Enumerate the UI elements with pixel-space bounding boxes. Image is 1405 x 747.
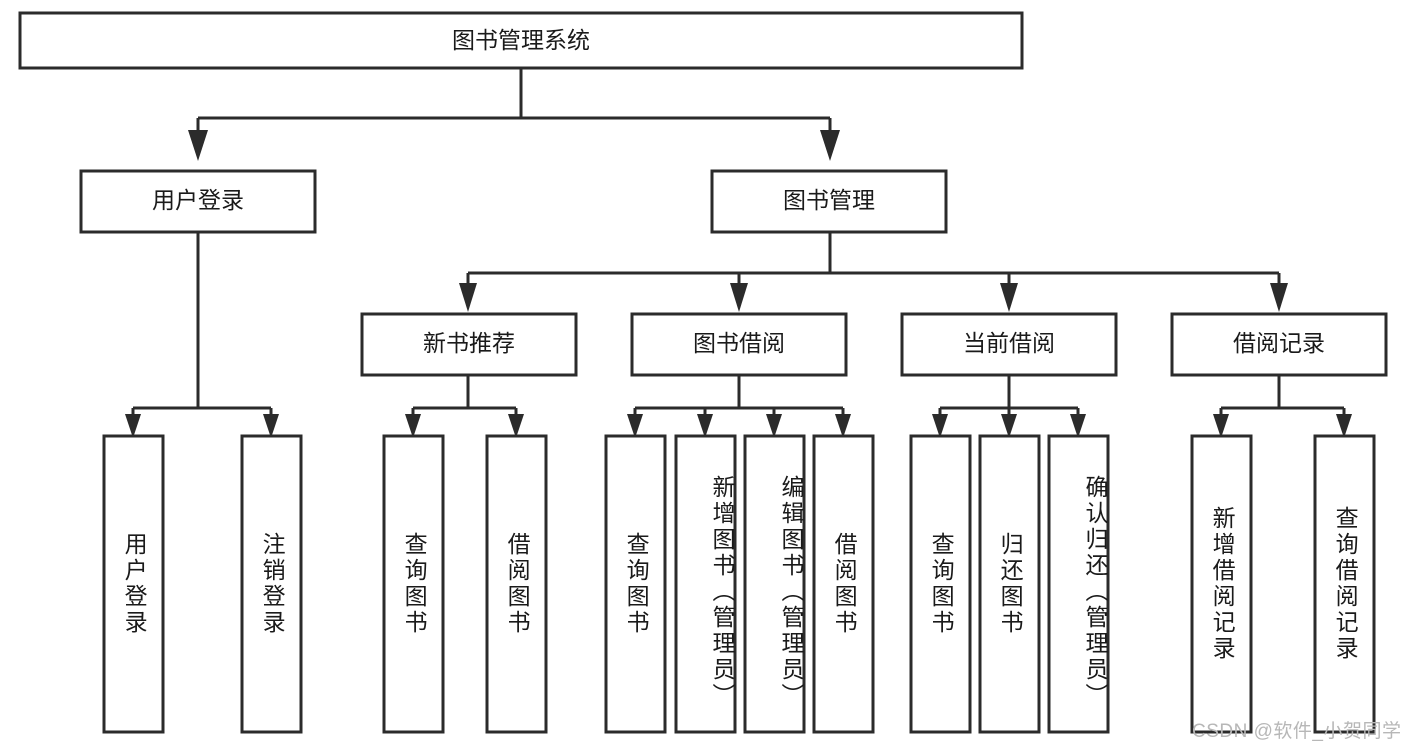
node-label-book-manage: 图书管理 bbox=[783, 187, 875, 213]
arrow-head-icon bbox=[697, 414, 713, 438]
node-label-new-book-rec: 新书推荐 bbox=[423, 330, 515, 356]
node-box-current-borrow[interactable] bbox=[900, 312, 1118, 377]
leaf-box-new-book-rec-0[interactable] bbox=[382, 434, 445, 734]
csdn-watermark: CSDN @软件_小贺同学 bbox=[1192, 721, 1402, 742]
leaf-box-current-borrow-0[interactable] bbox=[909, 434, 972, 734]
leaf-box-current-borrow-1[interactable] bbox=[978, 434, 1041, 734]
node-label-book-borrow: 图书借阅 bbox=[693, 330, 785, 356]
node-label-current-borrow: 当前借阅 bbox=[963, 330, 1055, 356]
leaf-box-user-login-1[interactable] bbox=[240, 434, 303, 734]
node-box-root[interactable] bbox=[18, 11, 1024, 70]
node-box-new-book-rec[interactable] bbox=[360, 312, 578, 377]
arrow-head-icon bbox=[932, 414, 948, 438]
leaf-box-book-borrow-3[interactable] bbox=[812, 434, 875, 734]
arrow-head-icon bbox=[1213, 414, 1229, 438]
arrow-head-icon bbox=[627, 414, 643, 438]
connector-group-book-borrow bbox=[627, 375, 851, 438]
leaf-box-book-borrow-2[interactable] bbox=[743, 434, 806, 734]
node-box-book-manage[interactable] bbox=[710, 169, 948, 234]
arrow-head-icon bbox=[1336, 414, 1352, 438]
node-label-borrow-record: 借阅记录 bbox=[1233, 330, 1325, 356]
leaf-box-borrow-record-0[interactable] bbox=[1190, 434, 1253, 734]
connector-group-root bbox=[188, 68, 840, 161]
arrow-head-icon bbox=[1000, 283, 1018, 312]
arrow-head-icon bbox=[263, 414, 279, 438]
arrow-head-icon bbox=[835, 414, 851, 438]
connector-group-current-borrow bbox=[932, 375, 1086, 438]
node-box-book-borrow[interactable] bbox=[630, 312, 848, 377]
node-label-root: 图书管理系统 bbox=[452, 27, 590, 53]
connector-group-book-manage bbox=[459, 232, 1288, 312]
connector-group-borrow-record bbox=[1213, 375, 1352, 438]
connector-group-user-login bbox=[125, 232, 279, 438]
arrow-head-icon bbox=[1270, 283, 1288, 312]
leaf-box-borrow-record-1[interactable] bbox=[1313, 434, 1376, 734]
node-box-borrow-record[interactable] bbox=[1170, 312, 1388, 377]
leaf-box-current-borrow-2[interactable] bbox=[1047, 434, 1110, 734]
arrow-head-icon bbox=[766, 414, 782, 438]
arrow-head-icon bbox=[820, 130, 840, 161]
leaf-box-new-book-rec-1[interactable] bbox=[485, 434, 548, 734]
leaf-box-book-borrow-0[interactable] bbox=[604, 434, 667, 734]
arrow-head-icon bbox=[1070, 414, 1086, 438]
node-label-user-login: 用户登录 bbox=[152, 187, 244, 213]
leaf-box-book-borrow-1[interactable] bbox=[674, 434, 737, 734]
arrow-head-icon bbox=[730, 283, 748, 312]
arrow-head-icon bbox=[508, 414, 524, 438]
node-box-user-login[interactable] bbox=[79, 169, 317, 234]
arrow-head-icon bbox=[125, 414, 141, 438]
arrow-head-icon bbox=[188, 130, 208, 161]
arrow-head-icon bbox=[1001, 414, 1017, 438]
arrow-head-icon bbox=[459, 283, 477, 312]
connector-group-new-book-rec bbox=[405, 375, 524, 438]
arrow-head-icon bbox=[405, 414, 421, 438]
leaf-box-user-login-0[interactable] bbox=[102, 434, 165, 734]
